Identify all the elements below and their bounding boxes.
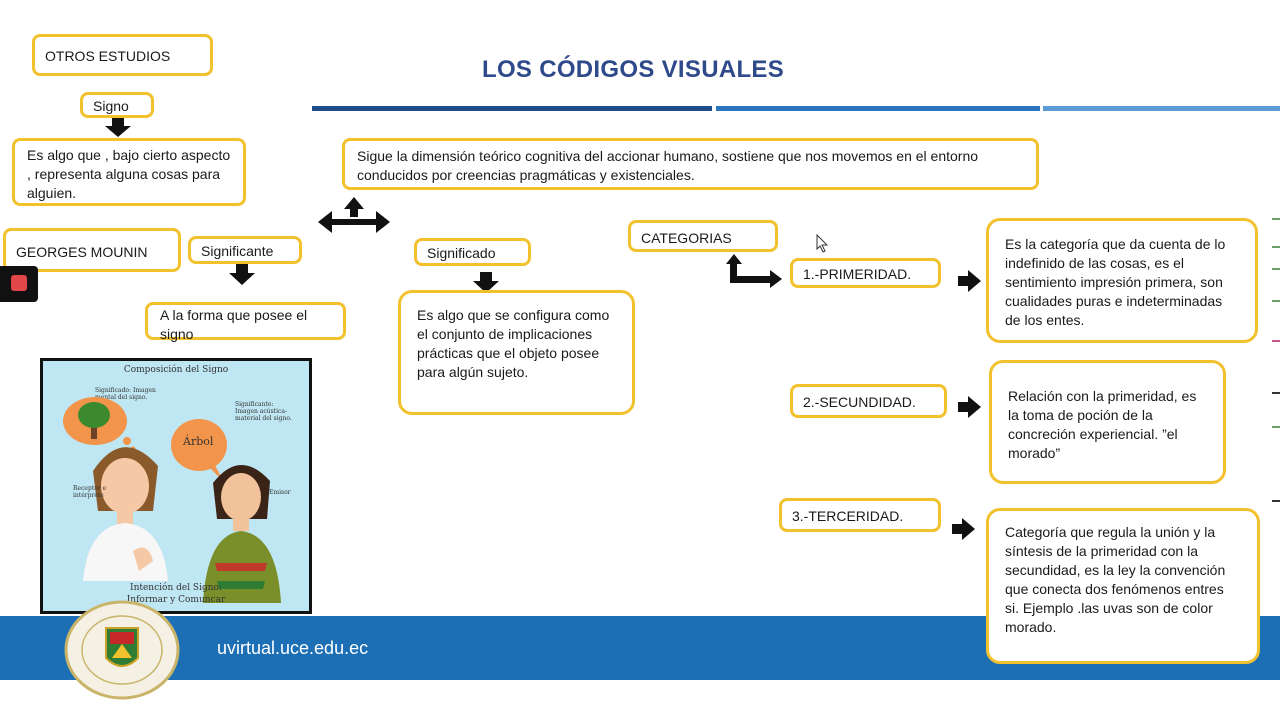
arrow-right-icon bbox=[952, 518, 975, 540]
significante-box: Significante bbox=[188, 236, 302, 264]
primeridad-definition-box: Es la categoría que da cuenta de lo inde… bbox=[986, 218, 1258, 343]
page-title: LOS CÓDIGOS VISUALES bbox=[482, 56, 785, 83]
arrow-down-icon bbox=[105, 118, 131, 137]
edge-mark bbox=[1272, 218, 1280, 220]
footer-url[interactable]: uvirtual.uce.edu.ec bbox=[217, 638, 369, 658]
emisor-woman-illustration bbox=[203, 464, 281, 603]
terceridad-box: 3.-TERCERIDAD. bbox=[779, 498, 941, 532]
significado-label: Significado: Imagen mental del signo. bbox=[95, 387, 156, 401]
arrow-right-icon bbox=[958, 396, 981, 418]
bubble-word: Árbol bbox=[183, 435, 214, 448]
georges-mounin-box: GEORGES MOUNIN bbox=[3, 228, 181, 272]
arrow-down-icon bbox=[229, 264, 255, 285]
edge-mark bbox=[1272, 246, 1280, 248]
edge-mark bbox=[1272, 268, 1280, 270]
signo-box: Signo bbox=[80, 92, 154, 118]
receptor-label: Receptor e intérprete bbox=[73, 485, 107, 499]
elbow-arrow-icon bbox=[726, 254, 782, 288]
edge-mark bbox=[1272, 500, 1280, 502]
edge-mark bbox=[1272, 300, 1280, 302]
signo-definition-box: Es algo que , bajo cierto aspecto , repr… bbox=[12, 138, 246, 206]
speech-bubble-icon bbox=[171, 419, 227, 481]
title-rule-mid bbox=[716, 106, 1040, 111]
significado-definition-box: Es algo que se configura como el conjunt… bbox=[398, 290, 635, 415]
significado-box: Significado bbox=[414, 238, 531, 266]
figure-title: Composición del Signo bbox=[123, 365, 229, 375]
terceridad-definition-box: Categoría que regula la unión y la sínte… bbox=[986, 508, 1260, 664]
arrow-down-icon bbox=[473, 272, 499, 293]
significante-label: Significante: Imagen acústica-material d… bbox=[235, 401, 292, 422]
four-way-arrow-icon bbox=[318, 197, 390, 233]
edge-mark bbox=[1272, 426, 1280, 428]
arrow-right-icon bbox=[958, 270, 981, 292]
title-rule-light bbox=[1043, 106, 1280, 111]
dimension-box: Sigue la dimensión teórico cognitiva del… bbox=[342, 138, 1039, 190]
significante-definition-box: A la forma que posee el signo bbox=[145, 302, 346, 342]
emisor-label: Emisor bbox=[269, 489, 291, 496]
figure-caption-2: Informar y Comuncar bbox=[126, 595, 226, 605]
university-seal-icon bbox=[64, 600, 180, 700]
record-button[interactable] bbox=[0, 266, 38, 302]
edge-mark bbox=[1272, 392, 1280, 394]
secundidad-definition-box: Relación con la primeridad, es la toma d… bbox=[989, 360, 1226, 484]
stop-icon bbox=[11, 275, 27, 291]
title-rule-dark bbox=[312, 106, 712, 111]
edge-mark bbox=[1272, 340, 1280, 342]
primeridad-box: 1.-PRIMERIDAD. bbox=[790, 258, 941, 288]
figure-caption-1: Intención del Signo: bbox=[130, 583, 222, 593]
sign-composition-figure: Composición del Signo Significado: Image… bbox=[40, 358, 312, 614]
receptor-woman-illustration bbox=[83, 447, 168, 581]
categorias-box: CATEGORIAS bbox=[628, 220, 778, 252]
secundidad-box: 2.-SECUNDIDAD. bbox=[790, 384, 947, 418]
cursor-icon bbox=[816, 234, 829, 253]
otros-estudios-box: OTROS ESTUDIOS bbox=[32, 34, 213, 76]
